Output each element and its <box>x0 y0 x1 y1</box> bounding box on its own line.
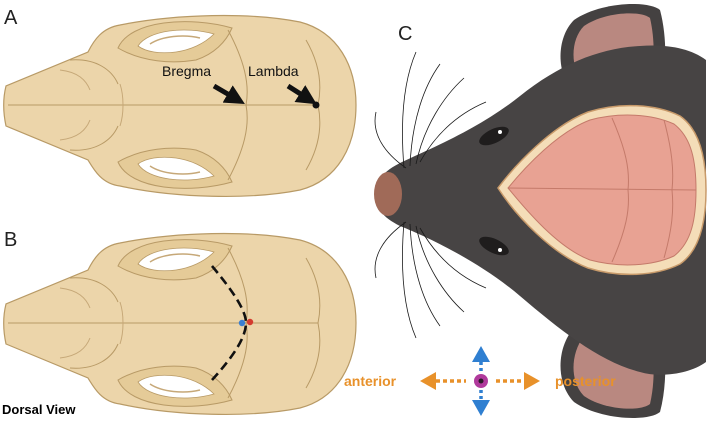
anterior-label: anterior <box>344 373 397 389</box>
whiskers <box>374 51 487 339</box>
panel-a-letter: A <box>4 7 18 29</box>
panel-c-letter: C <box>398 23 412 45</box>
up-arrowhead <box>472 346 490 362</box>
target-marker-red <box>246 318 254 326</box>
bregma-marker-blue <box>238 319 246 327</box>
panel-a: A Bregma Lambda <box>3 7 357 198</box>
caption-dorsal-view: Dorsal View <box>2 402 76 417</box>
panel-c: C <box>344 4 712 418</box>
lambda-point <box>312 101 320 109</box>
skull-dorsal-a <box>3 14 357 198</box>
panel-b-letter: B <box>4 229 17 251</box>
orientation-indicator: anterior posterior <box>344 346 616 416</box>
lambda-label: Lambda <box>248 63 299 79</box>
lambda-arrow <box>286 83 317 105</box>
skull-dorsal-b <box>3 232 357 416</box>
brain-sutures <box>507 117 697 263</box>
bregma-arrow <box>212 83 245 105</box>
down-arrowhead <box>472 400 490 416</box>
eye-bottom <box>479 236 509 256</box>
eye-top <box>479 126 509 146</box>
posterior-label: posterior <box>555 373 616 389</box>
posterior-arrowhead <box>524 372 540 390</box>
anterior-arrowhead <box>420 372 436 390</box>
panel-b: B Dorsal View <box>2 229 357 417</box>
mouse-nose <box>374 172 402 216</box>
bregma-label: Bregma <box>162 63 211 79</box>
